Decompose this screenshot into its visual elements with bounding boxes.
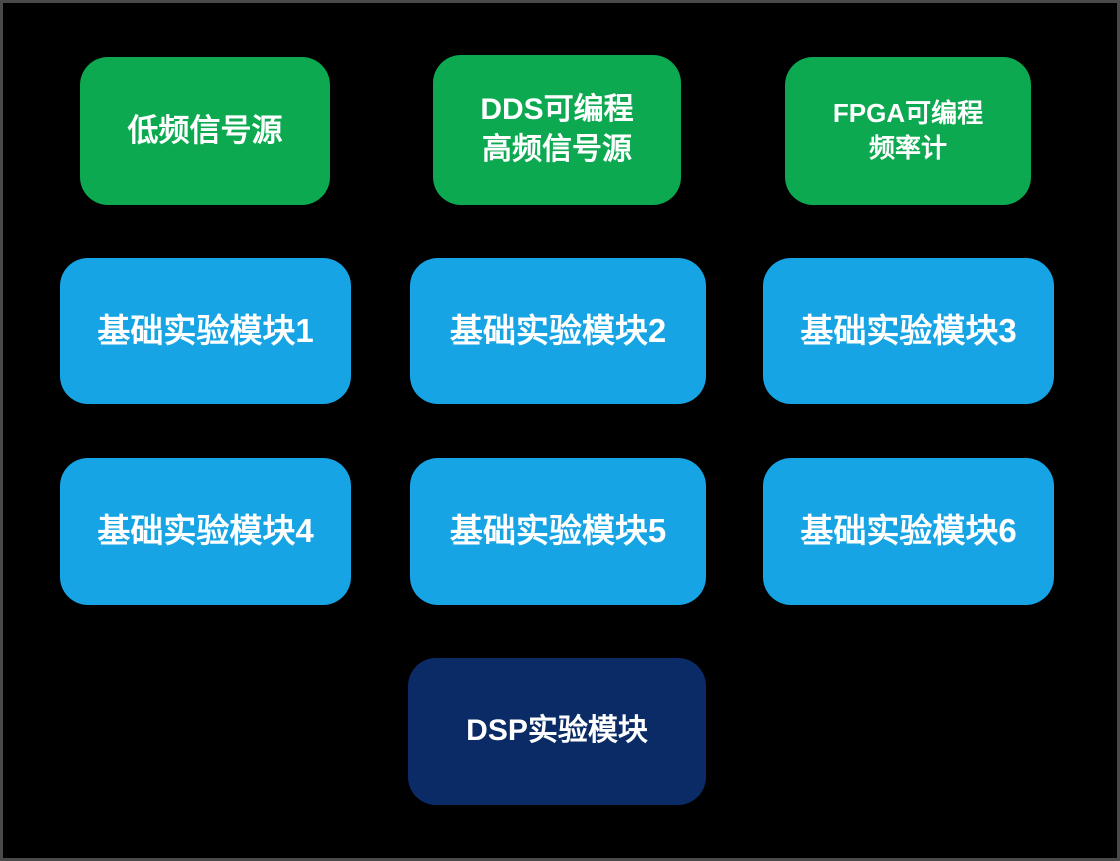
block-label: 基础实验模块3	[800, 311, 1017, 349]
block-basic-experiment-module-3: 基础实验模块3	[763, 258, 1054, 404]
block-label: 基础实验模块5	[449, 512, 667, 550]
block-label: 基础实验模块4	[97, 512, 314, 550]
block-label: FPGA可编程 频率计	[832, 97, 984, 163]
block-dsp-experiment-module: DSP实验模块	[408, 658, 706, 805]
block-basic-experiment-module-4: 基础实验模块4	[60, 458, 351, 605]
block-label: 基础实验模块6	[800, 512, 1017, 550]
block-basic-experiment-module-6: 基础实验模块6	[763, 458, 1054, 605]
block-basic-experiment-module-1: 基础实验模块1	[60, 258, 351, 404]
block-basic-experiment-module-2: 基础实验模块2	[410, 258, 706, 404]
block-label: 基础实验模块2	[449, 311, 667, 349]
block-dds-programmable-hf-signal-source: DDS可编程 高频信号源	[433, 55, 681, 205]
block-fpga-programmable-frequency-counter: FPGA可编程 频率计	[785, 57, 1031, 205]
block-basic-experiment-module-5: 基础实验模块5	[410, 458, 706, 605]
block-label: DSP实验模块	[466, 714, 648, 748]
block-label: DDS可编程 高频信号源	[480, 92, 634, 167]
block-low-frequency-signal-source: 低频信号源	[80, 57, 330, 205]
block-label: 低频信号源	[127, 113, 283, 149]
block-label: 基础实验模块1	[97, 311, 314, 349]
